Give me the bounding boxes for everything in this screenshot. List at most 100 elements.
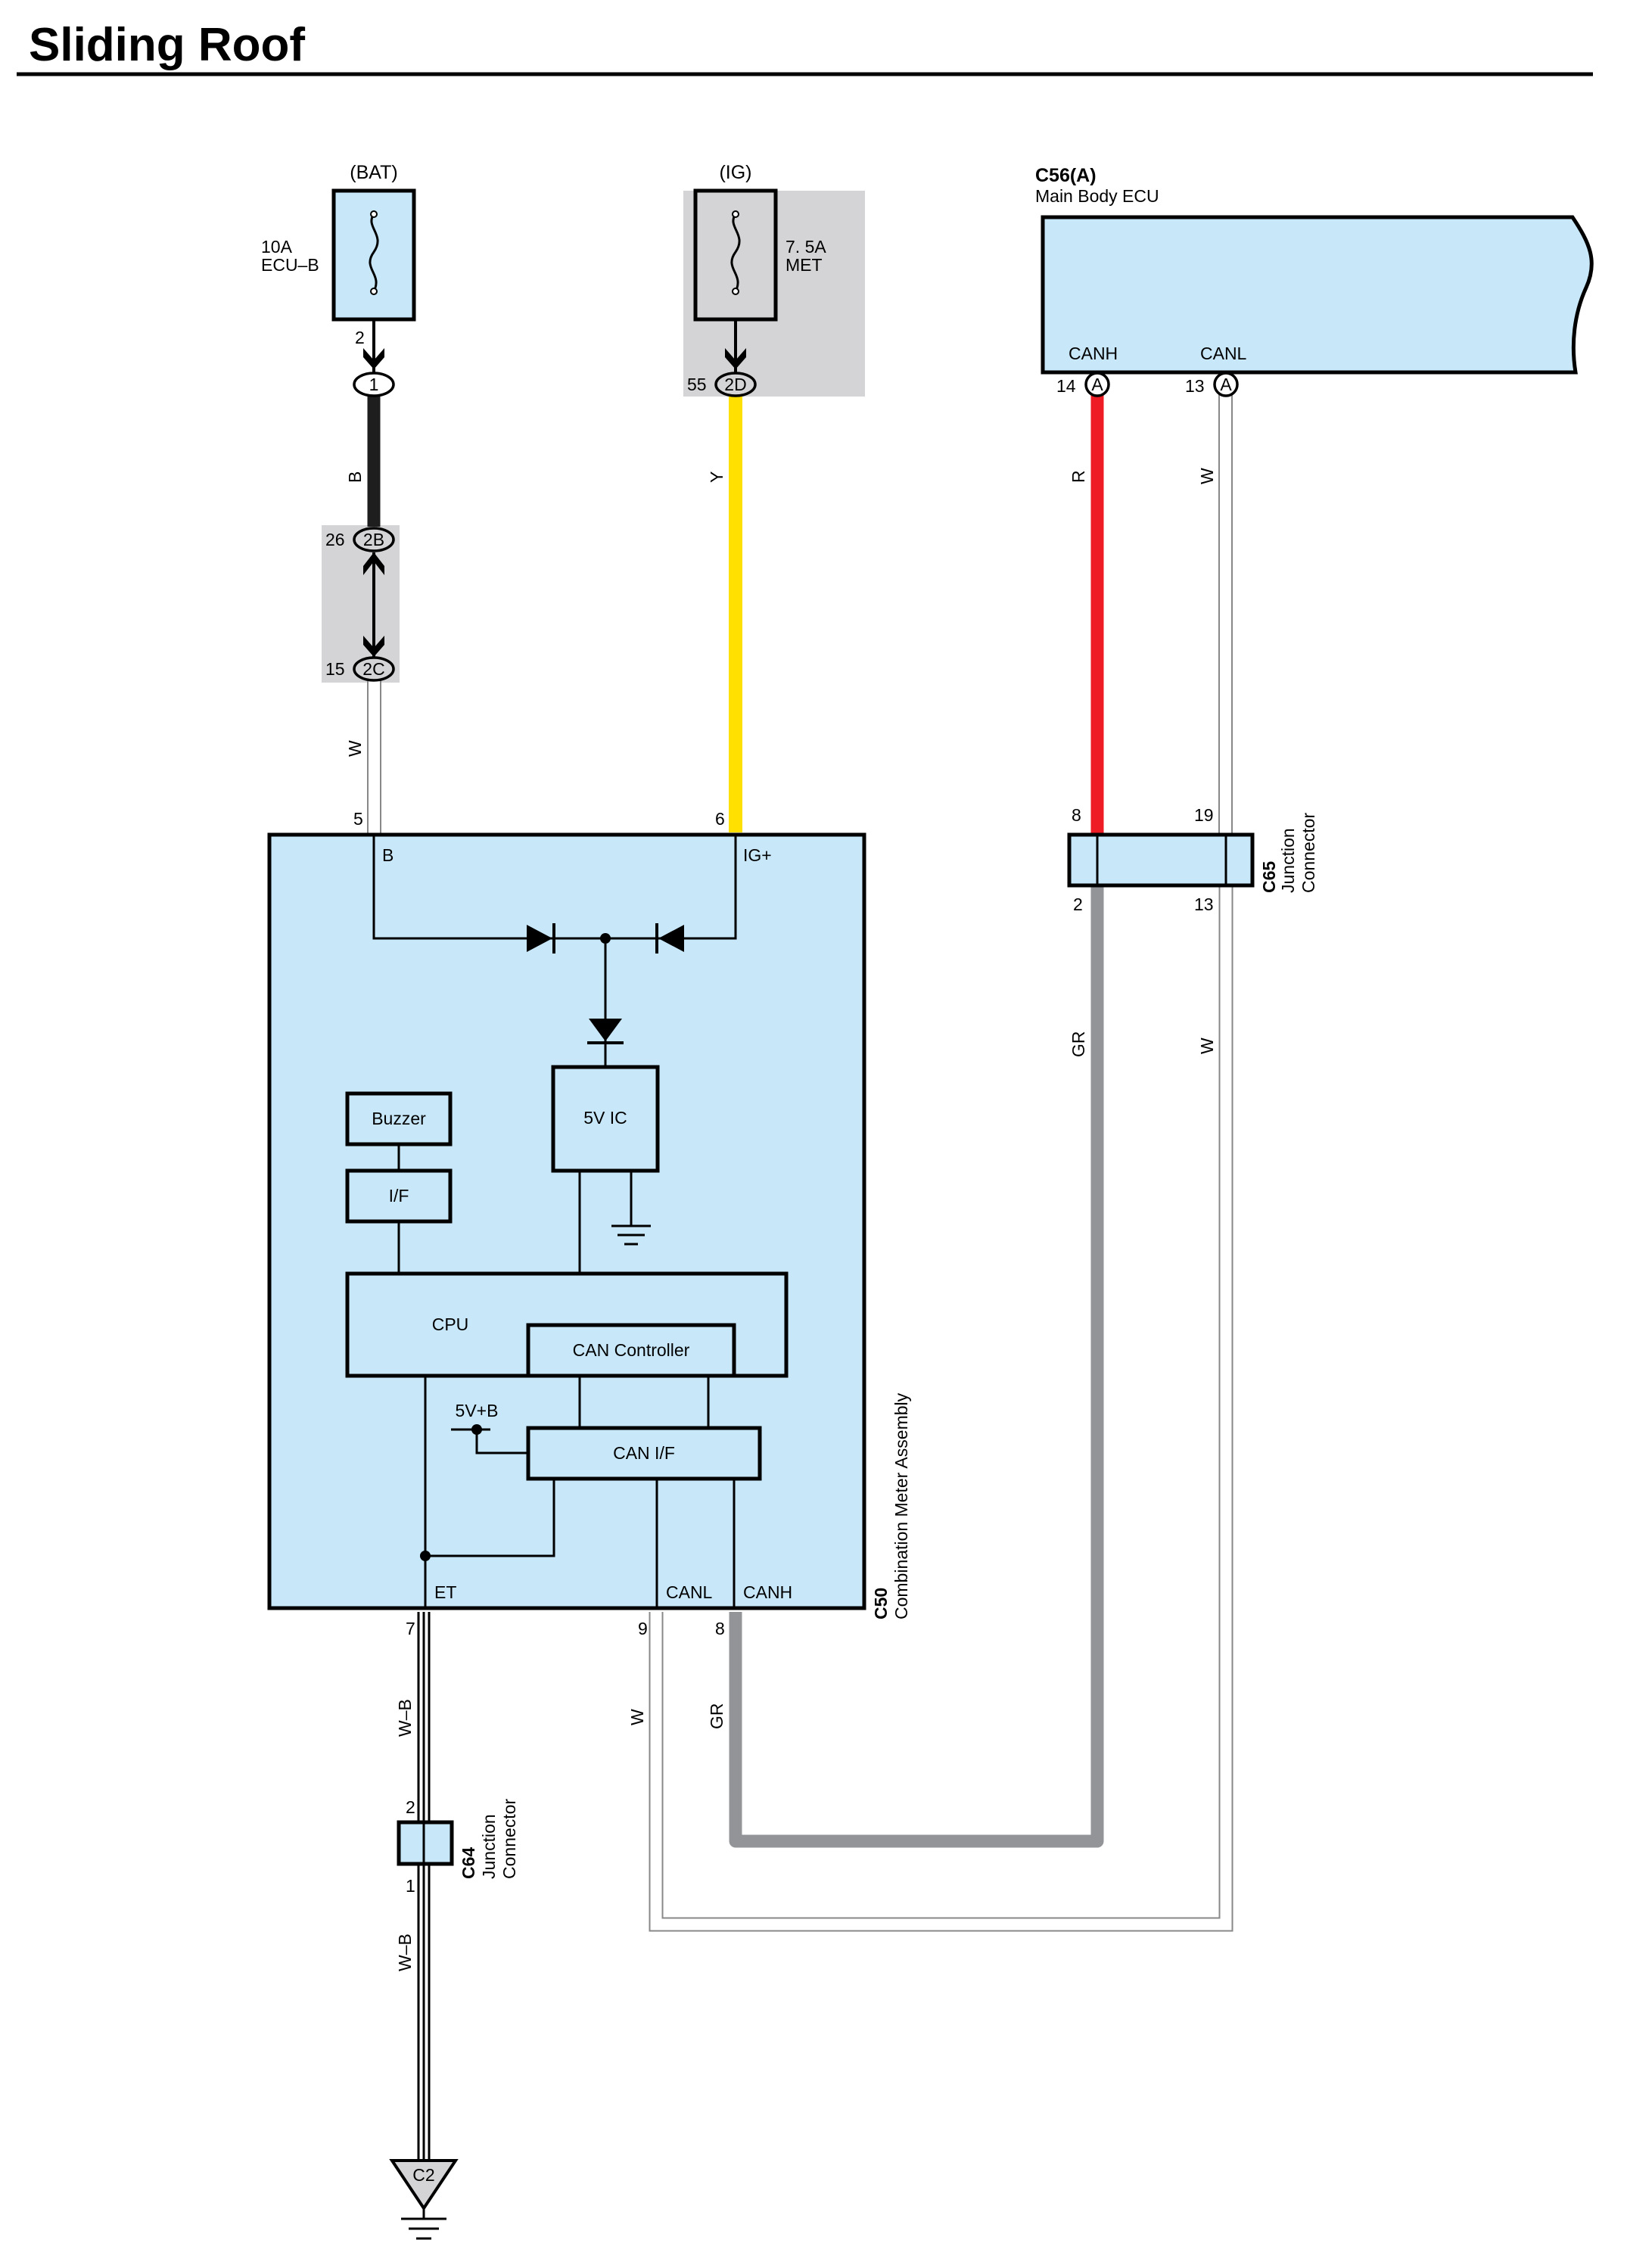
ground-icon xyxy=(401,2217,446,2240)
wire-label-wb1: W–B xyxy=(395,1699,415,1737)
bat-connector-pin xyxy=(353,372,395,397)
chevron-down-icon xyxy=(363,636,384,657)
wire-label-r: R xyxy=(1069,470,1088,483)
ground-point-c2 xyxy=(389,2159,459,2211)
meter-pin-b: 5 xyxy=(353,809,363,829)
meter-label-canl: CANL xyxy=(666,1582,713,1602)
c65-pin-br: 13 xyxy=(1194,894,1214,914)
meter-pin-ig: 6 xyxy=(715,809,725,829)
fuse-ig-box xyxy=(693,188,778,322)
fuse-ig-terminal-bottom xyxy=(732,288,739,295)
fuse-ig-terminal-top xyxy=(732,210,739,218)
wire-white-canl-upper xyxy=(1218,393,1233,836)
inline-connector-shade xyxy=(322,525,400,683)
wire-label-w4: W xyxy=(627,1709,647,1725)
ecu-canh-pin: 14 xyxy=(1056,376,1076,396)
ecu-canh-conn: A xyxy=(1091,375,1103,394)
inline-lower-connector xyxy=(353,656,395,682)
c65-code: C65 xyxy=(1259,861,1279,893)
ic-5v-label: 5V IC xyxy=(583,1108,627,1128)
ig-source-label: (IG) xyxy=(719,162,751,183)
chevron-down-icon xyxy=(725,348,746,369)
wire-label-wb2: W–B xyxy=(395,1934,415,1971)
inline-lower-pin: 15 xyxy=(325,659,345,679)
buzzer-box xyxy=(345,1091,453,1146)
wire-label-w1: W xyxy=(345,740,365,757)
if-label: I/F xyxy=(389,1186,409,1206)
wire-label-w2: W xyxy=(1197,468,1217,484)
ecu-canl-connector xyxy=(1213,372,1239,397)
main-body-ecu-box xyxy=(1041,215,1594,375)
junction-c64-box xyxy=(397,1820,454,1866)
wire-label-gr2: GR xyxy=(707,1703,726,1730)
meter-code: C50 xyxy=(871,1588,891,1619)
can-if-box xyxy=(526,1426,762,1481)
ecu-name: Main Body ECU xyxy=(1035,186,1159,206)
fuse-ig-rating: 7. 5A xyxy=(786,237,826,257)
diode-down-icon xyxy=(589,1019,622,1041)
ig-connector-label: 2D xyxy=(724,375,746,394)
ic-5v-box xyxy=(551,1065,660,1173)
c65-name: Junction xyxy=(1278,828,1298,893)
junction-dot xyxy=(420,1551,431,1561)
ecu-canl-label: CANL xyxy=(1200,344,1247,363)
ground-label: C2 xyxy=(412,2165,434,2185)
inline-lower-label: 2C xyxy=(362,659,384,679)
v5b-label: 5V+B xyxy=(456,1401,499,1420)
meter-label-b: B xyxy=(382,845,394,865)
fuse-ig-name: MET xyxy=(786,255,823,275)
meter-pin-canl: 9 xyxy=(638,1619,648,1638)
c65-name2: Connector xyxy=(1299,813,1318,893)
wire-white-canl-lower xyxy=(650,885,1232,1930)
page-title: Sliding Roof xyxy=(29,19,305,71)
wire-label-b: B xyxy=(345,471,365,483)
fuse-bat-name: ECU–B xyxy=(261,255,319,275)
fuse-bat-box xyxy=(331,188,416,322)
fuse-bat-icon xyxy=(369,213,379,292)
can-controller-label: CAN Controller xyxy=(573,1340,690,1360)
chevron-down-icon xyxy=(363,348,384,369)
inline-upper-label: 2B xyxy=(363,530,384,549)
c64-code: C64 xyxy=(459,1847,478,1879)
c64-name: Junction xyxy=(479,1814,499,1879)
junction-c65-box xyxy=(1067,832,1255,888)
c64-pin-bottom: 1 xyxy=(406,1876,415,1896)
wire-gray xyxy=(729,885,1104,1848)
can-if-et xyxy=(425,1479,555,1557)
fuse-ig-pin: 55 xyxy=(687,375,707,394)
chevron-up-icon xyxy=(363,552,384,575)
fuse-ig-icon xyxy=(730,213,741,292)
c65-pin-tr: 19 xyxy=(1194,805,1214,825)
c65-pin-bl: 2 xyxy=(1073,894,1083,914)
diode-left-icon xyxy=(527,925,552,952)
ground-icon xyxy=(611,1224,651,1246)
ecu-canl-pin: 13 xyxy=(1185,376,1205,396)
c64-pin-top: 2 xyxy=(406,1797,415,1817)
ecu-canl-conn: A xyxy=(1220,375,1232,394)
buzzer-label: Buzzer xyxy=(372,1109,426,1128)
c64-name2: Connector xyxy=(499,1799,519,1879)
meter-label-et: ET xyxy=(434,1582,456,1602)
inline-upper-pin: 26 xyxy=(325,530,345,549)
bat-connector-label: 1 xyxy=(369,375,379,394)
fuse-bat-rating: 10A xyxy=(261,237,293,257)
ecu-canh-connector xyxy=(1084,372,1110,397)
c65-pin-tl: 8 xyxy=(1072,805,1081,825)
wire-label-y: Y xyxy=(707,471,726,483)
meter-pin-et: 7 xyxy=(406,1619,415,1638)
wire-label-gr1: GR xyxy=(1069,1031,1088,1058)
can-controller-box xyxy=(526,1323,736,1378)
ig-connector-pin xyxy=(714,372,757,397)
fuse-bat-terminal-top xyxy=(370,210,378,218)
bat-source-label: (BAT) xyxy=(350,162,397,183)
inline-upper-connector xyxy=(353,527,395,552)
can-if-label: CAN I/F xyxy=(613,1443,675,1463)
meter-pin-canh: 8 xyxy=(715,1619,725,1638)
fuse-bat-terminal-bottom xyxy=(370,288,378,295)
ecu-canh-label: CANH xyxy=(1069,344,1118,363)
wire-white-b xyxy=(367,679,381,835)
meter-name: Combination Meter Assembly xyxy=(891,1392,911,1619)
ecu-code: C56(A) xyxy=(1035,165,1097,186)
meter-label-canh: CANH xyxy=(743,1582,792,1602)
cpu-label: CPU xyxy=(432,1314,469,1334)
